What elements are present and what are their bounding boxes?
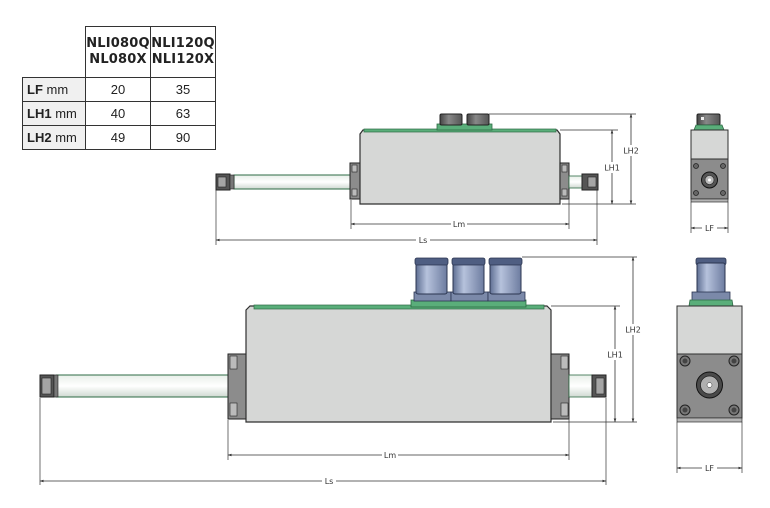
small-end-view: LF [690,113,729,233]
end-body-bottom [676,417,743,423]
label-bg [702,463,717,473]
green-top-strip [253,304,545,310]
end-body-upper [676,305,743,355]
end-body-bottom [690,198,729,203]
actuator-body [359,129,561,205]
model-name: NLI120Q [151,36,215,51]
connector-pin [701,117,704,120]
dim-name: LF [27,82,43,97]
large-side-view: LH2 LH1 Lm Ls [39,256,642,486]
table-row: LH2 mm 49 90 [22,125,216,150]
lh1-label: LH1 [604,164,620,173]
end-connector [696,113,721,126]
screw-icon [693,163,699,169]
connector-3 [487,257,526,302]
connector-1 [413,257,452,302]
unit: mm [46,82,69,97]
flange-slot [560,355,569,370]
table-corner [22,26,86,78]
table-header-row: NLI080Q NL080X NLI120Q NLI120X [22,26,216,78]
lm-label: Lm [453,220,465,229]
rod-end-ring [229,174,235,190]
screw-icon [693,190,699,196]
dim-name: LH2 [27,130,52,145]
screw-head [731,407,737,413]
rear-rod [568,374,594,398]
model-name: NLI120X [151,52,215,67]
cell-value: 20 [85,77,151,102]
spec-table: NLI080Q NL080X NLI120Q NLI120X LF mm 20 … [22,26,216,150]
label-bg [603,162,621,173]
connector-2 [466,113,490,126]
cell-value: 40 [85,101,151,126]
label-bg [416,235,430,245]
connector-1 [439,113,463,126]
screw-head [682,407,688,413]
cell-value: 90 [150,125,216,150]
flange-slot [561,188,568,197]
flange-slot [229,402,238,417]
actuator-body [245,305,552,423]
rod-end-cap-face [41,377,52,395]
rod-center [708,178,711,182]
lm-label: Lm [384,451,396,460]
piston-rod [233,174,353,190]
cell-value: 63 [150,101,216,126]
lf-label: LF [705,224,714,233]
screw-icon [720,190,726,196]
large-end-view: LF [676,257,743,473]
connector-2 [450,257,489,302]
cell-value: 49 [85,125,151,150]
rear-rod-cap-face [587,176,597,188]
column-header-nli080: NLI080Q NL080X [85,26,151,78]
table-row: LF mm 20 35 [22,77,216,102]
unit: mm [55,130,77,145]
dim-name: LH1 [27,106,52,121]
ls-label: Ls [419,236,428,245]
connector-base [436,123,493,131]
label-bg [624,324,642,335]
end-body-upper [690,129,729,160]
screw-head [731,358,737,364]
flange-slot [351,188,358,197]
screw-icon [720,163,726,169]
end-connector-base [688,299,734,307]
end-connector-base [693,124,725,131]
lh2-label: LH2 [625,326,641,335]
label-bg [382,450,398,460]
end-connector [696,262,726,294]
rear-rod [568,175,584,189]
small-side-view: LH2 LH1 Lm Ls [215,113,640,245]
label-bg [451,219,467,229]
flange-slot [561,164,568,173]
lh1-label: LH1 [607,351,623,360]
rear-rod-cap-face [595,377,605,395]
label-bg [606,349,624,360]
lf-label: LF [705,464,714,473]
model-name: NLI080Q [86,36,150,51]
rod-end-ring [53,374,59,398]
rod-end-cap-face [217,176,227,188]
unit: mm [55,106,77,121]
piston-rod [55,374,230,398]
ls-label: Ls [325,477,334,486]
flange-slot [229,355,238,370]
column-header-nli120: NLI120Q NLI120X [150,26,216,78]
rod-center [706,382,713,388]
row-label-lh2: LH2 mm [22,125,86,150]
lh2-label: LH2 [623,147,639,156]
cell-value: 35 [150,77,216,102]
flange-slot [560,402,569,417]
flange-slot [351,164,358,173]
screw-head [682,358,688,364]
label-bg [322,476,336,486]
label-bg [622,145,640,156]
label-bg [702,223,717,233]
model-name: NL080X [89,52,147,67]
